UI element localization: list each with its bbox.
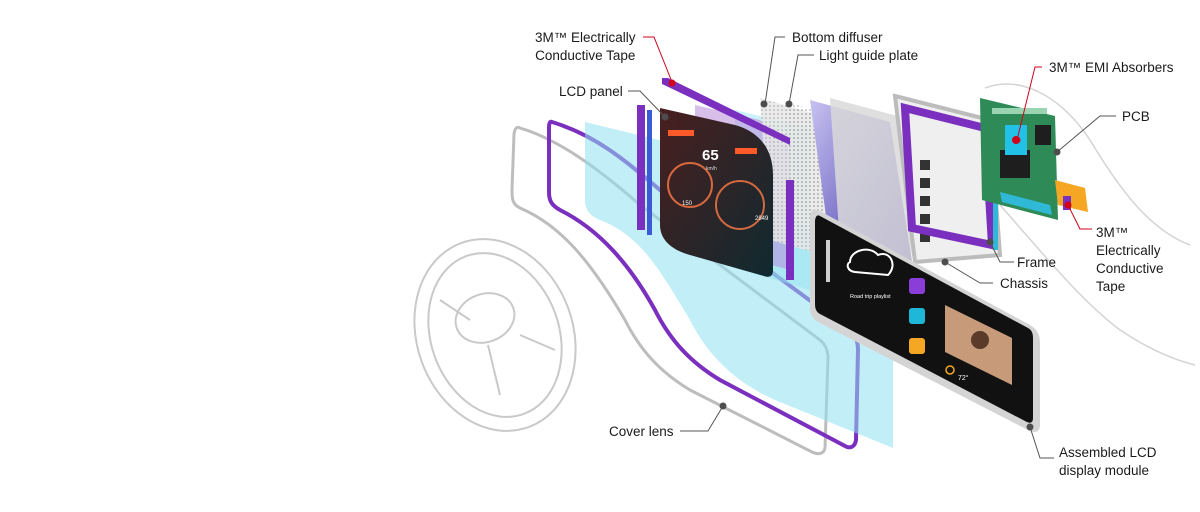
steering-wheel — [413, 238, 577, 432]
flex-cable — [1055, 180, 1088, 212]
sun-icon — [945, 365, 955, 375]
gray-plate — [830, 98, 912, 262]
lcd-panel: 65 km/h 150 2849 — [660, 108, 773, 277]
speed-unit: km/h — [706, 166, 717, 172]
label-cover-lens: Cover lens — [609, 424, 674, 439]
callout-lines — [628, 36, 1116, 459]
label-bottom-diffuser: Bottom diffuser — [792, 30, 883, 45]
label-chassis: Chassis — [1000, 276, 1049, 291]
label-frame: Frame — [1017, 255, 1057, 270]
temperature-readout: 72° — [958, 374, 969, 382]
left-blue-strip — [647, 110, 652, 235]
label-pcb: PCB — [1122, 109, 1150, 124]
left-purple-strip — [637, 105, 645, 230]
label-lcd-panel: LCD panel — [559, 84, 623, 99]
assembled-module: Road trip playlist 72° — [810, 209, 1040, 433]
playlist-label: Road trip playlist — [850, 294, 891, 300]
speed-readout: 65 — [702, 147, 719, 164]
label-assembled-module: Assembled LCD display module — [1059, 445, 1157, 478]
right-purple-strip — [786, 180, 794, 280]
gauge-left-readout: 150 — [682, 201, 693, 207]
music-cloud-icon — [846, 248, 894, 277]
tape-strip-top — [662, 78, 790, 145]
label-emi-absorbers: 3M™ EMI Absorbers — [1049, 60, 1174, 75]
gauge-right-readout: 2849 — [755, 216, 769, 222]
label-light-guide-plate: Light guide plate — [819, 48, 919, 63]
label-tape-right: 3M™ Electrically Conductive Tape — [1096, 225, 1164, 294]
label-tape-top: 3M™ Electrically Conductive Tape — [535, 30, 636, 63]
dashboard-outline — [984, 83, 1196, 366]
